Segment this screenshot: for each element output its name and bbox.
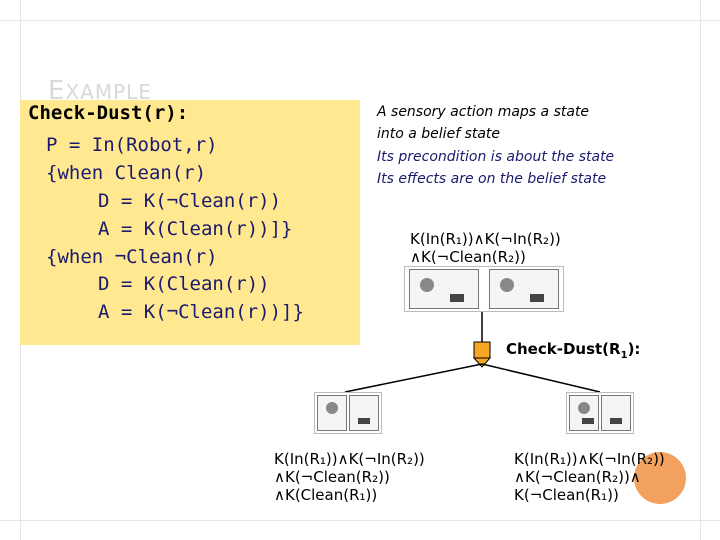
dust-icon bbox=[450, 294, 464, 302]
top-state-line1: K(In(R₁))∧K(¬In(R₂)) bbox=[410, 230, 561, 248]
right-state-line3: K(¬Clean(R₁)) bbox=[514, 486, 619, 504]
slide-title-first-letter: E bbox=[48, 76, 66, 106]
right-belief-panel bbox=[566, 392, 634, 434]
action-label-text: Check-Dust(R bbox=[506, 340, 621, 358]
edge-right bbox=[481, 363, 601, 393]
right-panel-room-2 bbox=[601, 395, 631, 431]
edge-left bbox=[344, 363, 483, 393]
note-line3: Its precondition is about the state bbox=[377, 149, 615, 165]
code-box bbox=[20, 100, 360, 345]
dust-icon bbox=[582, 418, 594, 424]
code-when2-add: A = K(¬Clean(r))]} bbox=[98, 301, 304, 323]
dust-icon bbox=[530, 294, 544, 302]
top-belief-panel bbox=[404, 266, 564, 312]
right-state: K(In(R₁))∧K(¬In(R₂)) ∧K(¬Clean(R₂))∧ K(¬… bbox=[514, 450, 665, 504]
left-state-line3: ∧K(Clean(R₁)) bbox=[274, 486, 378, 504]
slide-frame-right bbox=[700, 0, 701, 540]
robot-icon bbox=[578, 402, 590, 414]
right-panel-room-1 bbox=[569, 395, 599, 431]
action-label-suffix: ): bbox=[627, 340, 641, 358]
right-state-line2: ∧K(¬Clean(R₂))∧ bbox=[514, 468, 641, 486]
code-when1-delete: D = K(¬Clean(r)) bbox=[98, 190, 282, 212]
robot-icon bbox=[326, 402, 338, 414]
robot-icon bbox=[420, 278, 434, 292]
top-panel-room-left-1 bbox=[409, 269, 479, 309]
action-node-pointer bbox=[472, 357, 492, 368]
note-line2: into a belief state bbox=[377, 126, 501, 142]
note-line4: Its effects are on the belief state bbox=[377, 171, 607, 187]
accent-dot bbox=[634, 452, 686, 504]
left-panel-room-1 bbox=[317, 395, 347, 431]
dust-icon bbox=[610, 418, 622, 424]
left-belief-panel bbox=[314, 392, 382, 434]
left-state-line2: ∧K(¬Clean(R₂)) bbox=[274, 468, 390, 486]
code-when2-delete: D = K(Clean(r)) bbox=[98, 273, 270, 295]
slide-frame-bottom bbox=[0, 520, 720, 521]
left-panel-room-2 bbox=[349, 395, 379, 431]
robot-icon bbox=[500, 278, 514, 292]
top-panel-room-right-1 bbox=[489, 269, 559, 309]
code-when1: {when Clean(r) bbox=[46, 162, 207, 184]
action-node bbox=[473, 341, 491, 359]
top-state: K(In(R₁))∧K(¬In(R₂)) ∧K(¬Clean(R₂)) bbox=[410, 230, 561, 266]
dust-icon bbox=[358, 418, 370, 424]
action-label: Check-Dust(R1): bbox=[506, 340, 640, 361]
note-line1: A sensory action maps a state bbox=[377, 104, 590, 120]
left-state: K(In(R₁))∧K(¬In(R₂)) ∧K(¬Clean(R₂)) ∧K(C… bbox=[274, 450, 425, 504]
right-state-line1: K(In(R₁))∧K(¬In(R₂)) bbox=[514, 450, 665, 468]
code-header: Check-Dust(r): bbox=[28, 102, 189, 124]
code-when2: {when ¬Clean(r) bbox=[46, 246, 218, 268]
slide-frame-top bbox=[0, 20, 720, 21]
code-precondition: P = In(Robot,r) bbox=[46, 134, 218, 156]
top-state-line2: ∧K(¬Clean(R₂)) bbox=[410, 248, 526, 266]
code-when1-add: A = K(Clean(r))]} bbox=[98, 218, 293, 240]
action-label-subscript: 1 bbox=[620, 350, 628, 361]
left-state-line1: K(In(R₁))∧K(¬In(R₂)) bbox=[274, 450, 425, 468]
